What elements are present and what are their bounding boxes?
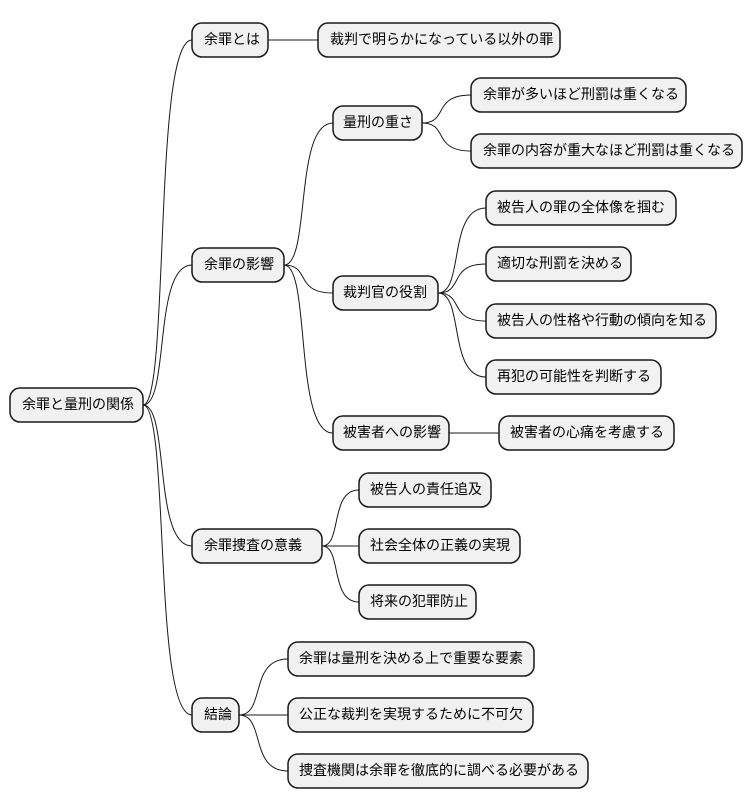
root-node: 余罪と量刑の関係 bbox=[9, 387, 144, 423]
leaf-node: 被告人の責任追及 bbox=[358, 472, 492, 508]
leaf-node: 余罪の内容が重大なほど刑罰は重くなる bbox=[470, 133, 743, 169]
leaf-node: 将来の犯罪防止 bbox=[358, 584, 477, 620]
connector-line bbox=[321, 545, 360, 603]
leaf-label: 捜査機関は余罪を徹底的に調べる必要がある bbox=[299, 762, 579, 779]
leaf-label: 被告人の性格や行動の傾向を知る bbox=[497, 312, 707, 329]
connector-line bbox=[142, 404, 193, 716]
leaf-node: 適切な刑罰を決める bbox=[485, 246, 632, 282]
connector-line bbox=[142, 264, 193, 406]
connector-line bbox=[283, 122, 334, 266]
leaf-node: 捜査機関は余罪を徹底的に調べる必要がある bbox=[287, 753, 589, 789]
leaf-label: 被告人の責任追及 bbox=[370, 482, 482, 498]
connector-line bbox=[437, 263, 487, 294]
connector-line bbox=[421, 122, 472, 152]
leaf-node: 裁判で明らかになっている以外の罪 bbox=[317, 22, 561, 58]
branch-node-yozai-no-eikyo: 余罪の影響 bbox=[191, 247, 285, 283]
sub-label: 量刑の重さ bbox=[343, 115, 413, 131]
branch-label: 余罪とは bbox=[204, 31, 260, 48]
connector-line bbox=[283, 264, 334, 294]
connector-line bbox=[437, 292, 487, 378]
sub-node-ryokei-no-omosa: 量刑の重さ bbox=[332, 105, 423, 141]
leaf-label: 余罪の内容が重大なほど刑罰は重くなる bbox=[483, 142, 735, 159]
connector-line bbox=[437, 207, 487, 294]
leaf-node: 余罪が多いほど刑罰は重くなる bbox=[470, 77, 687, 113]
leaf-node: 公正な裁判を実現するために不可欠 bbox=[287, 697, 534, 733]
leaf-label: 余罪が多いほど刑罰は重くなる bbox=[483, 86, 679, 103]
leaf-label: 適切な刑罰を決める bbox=[497, 255, 623, 272]
connector-line bbox=[142, 39, 193, 406]
leaf-label: 裁判で明らかになっている以外の罪 bbox=[330, 32, 553, 48]
leaf-node: 再犯の可能性を判断する bbox=[485, 359, 662, 395]
connector-line bbox=[283, 264, 334, 434]
branch-label: 余罪の影響 bbox=[204, 256, 274, 273]
leaf-node: 被告人の罪の全体像を掴む bbox=[485, 190, 677, 226]
branch-node-ketsuron: 結論 bbox=[191, 697, 240, 733]
edge-layer bbox=[142, 39, 499, 772]
branch-label: 余罪捜査の意義 bbox=[204, 537, 302, 554]
leaf-label: 被害者の心痛を考慮する bbox=[510, 424, 664, 441]
connector-line bbox=[321, 489, 360, 547]
root-label: 余罪と量刑の関係 bbox=[22, 396, 134, 413]
connector-line bbox=[238, 714, 289, 772]
leaf-node: 社会全体の正義の実現 bbox=[358, 528, 521, 564]
leaf-label: 公正な裁判を実現するために不可欠 bbox=[299, 707, 523, 723]
connector-line bbox=[437, 292, 487, 322]
sub-label: 裁判官の役割 bbox=[343, 284, 427, 301]
sub-node-saibankan-no-yakuwari: 裁判官の役割 bbox=[332, 275, 439, 311]
leaf-node: 被告人の性格や行動の傾向を知る bbox=[485, 303, 717, 339]
leaf-label: 将来の犯罪防止 bbox=[370, 594, 468, 610]
branch-node-yozai-towa: 余罪とは bbox=[191, 22, 269, 58]
branch-node-yozai-sousa-no-igi: 余罪捜査の意義 bbox=[191, 528, 323, 564]
sub-node-higaisha-eno-eikyo: 被害者への影響 bbox=[332, 415, 450, 451]
connector-line bbox=[142, 404, 193, 547]
leaf-label: 社会全体の正義の実現 bbox=[370, 537, 510, 554]
sub-label: 被害者への影響 bbox=[343, 424, 441, 441]
leaf-label: 再犯の可能性を判断する bbox=[497, 369, 651, 385]
leaf-label: 被告人の罪の全体像を掴む bbox=[497, 199, 665, 216]
leaf-node: 被害者の心痛を考慮する bbox=[498, 415, 675, 451]
connector-line bbox=[421, 94, 472, 124]
branch-label: 結論 bbox=[204, 707, 232, 723]
leaf-label: 余罪は量刑を決める上で重要な要素 bbox=[299, 650, 523, 667]
leaf-node: 余罪は量刑を決める上で重要な要素 bbox=[287, 641, 535, 677]
connector-line bbox=[238, 658, 289, 716]
